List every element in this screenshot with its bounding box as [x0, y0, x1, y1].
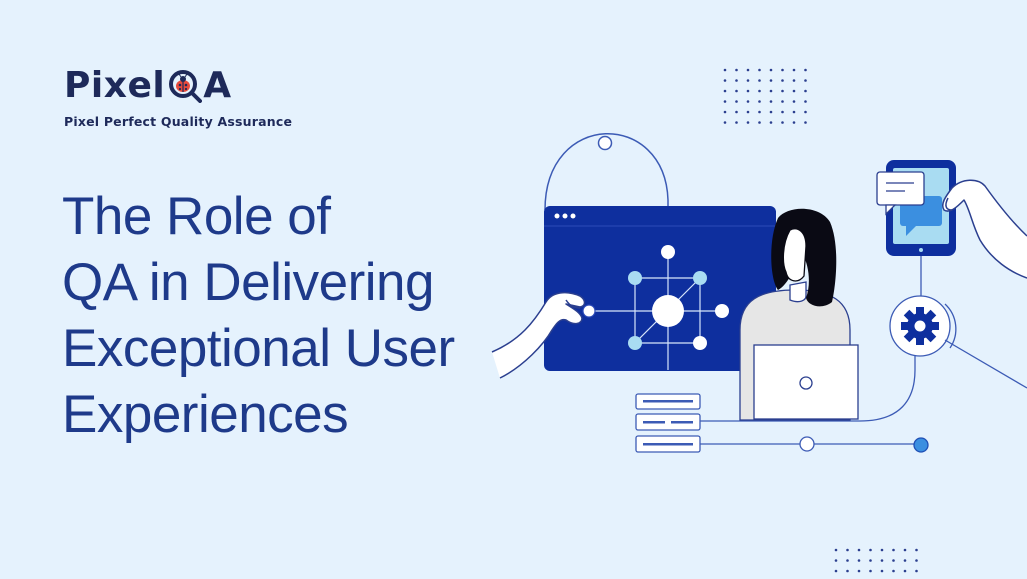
grid-dot — [781, 68, 784, 72]
server-lights — [643, 400, 693, 446]
grid-dot — [880, 569, 884, 573]
grid-dot — [758, 89, 761, 93]
grid-dot — [746, 89, 750, 93]
headline-line-4: Experiences — [62, 385, 349, 444]
grid-dot — [735, 79, 738, 82]
arc-node — [597, 135, 613, 151]
grid-dot — [834, 559, 838, 562]
grid-dot — [846, 559, 849, 562]
grid-dot — [892, 559, 895, 562]
grid-dot — [804, 79, 807, 82]
grid-dot — [769, 89, 773, 93]
grid-dot — [746, 121, 750, 124]
grid-dot — [792, 100, 796, 103]
pointing-hand — [491, 291, 586, 379]
logo-wordmark: Pixel A — [64, 68, 292, 104]
grid-dot — [846, 569, 849, 573]
tapping-hand — [941, 179, 1027, 279]
grid-dot — [723, 68, 727, 72]
grid-dot — [804, 110, 807, 114]
chat-bubble — [876, 171, 925, 216]
grid-dot — [781, 89, 784, 93]
brand-tagline: Pixel Perfect Quality Assurance — [64, 114, 293, 129]
grid-dot — [915, 569, 918, 573]
gear-connector — [944, 339, 1027, 389]
grid-dot — [758, 110, 761, 114]
grid-dot — [792, 110, 796, 114]
network-nodes — [582, 245, 729, 350]
logo-text-pixel: Pixel — [64, 65, 166, 106]
grid-dot — [915, 559, 918, 562]
grid-dot — [769, 68, 773, 72]
grid-dot — [880, 559, 884, 562]
grid-dot — [758, 121, 761, 124]
grid-dot — [903, 569, 907, 573]
grid-dot — [723, 79, 727, 82]
grid-dot — [723, 121, 727, 124]
grid-dot — [869, 569, 872, 573]
line-node — [799, 436, 815, 452]
headline-line-2: QA in Delivering — [62, 253, 435, 312]
grid-dot — [723, 100, 727, 103]
grid-dot — [846, 548, 849, 552]
grid-dot — [857, 559, 861, 562]
grid-dot — [735, 100, 738, 103]
grid-dot — [869, 548, 872, 552]
grid-dot — [769, 79, 773, 82]
grid-dot — [857, 569, 861, 573]
grid-dot — [857, 548, 861, 552]
grid-dot — [758, 100, 761, 103]
grid-dot — [804, 121, 807, 124]
grid-dot — [869, 559, 872, 562]
page-headline: The Role of QA in Delivering Exceptional… — [62, 184, 455, 448]
grid-dot — [746, 68, 750, 72]
grid-dot — [781, 121, 784, 124]
grid-dot — [781, 100, 784, 103]
grid-dot — [769, 100, 773, 103]
brand-logo: Pixel A Pixel Perfect Quality Assurance — [64, 68, 293, 130]
grid-dot — [903, 548, 907, 552]
grid-dot — [735, 89, 738, 93]
grid-dot — [880, 548, 884, 552]
grid-dot — [735, 68, 738, 72]
magnifier-ladybug-icon — [169, 70, 203, 103]
grid-dot — [792, 121, 796, 124]
grid-dot — [746, 110, 750, 114]
grid-dot — [758, 68, 761, 72]
grid-dot — [723, 89, 727, 93]
browser-window — [544, 206, 776, 371]
grid-dot — [735, 110, 738, 114]
grid-dot — [892, 548, 895, 552]
headline-line-3: Exceptional User — [62, 319, 455, 378]
logo-text-a: A — [203, 65, 232, 106]
connector-arc — [544, 133, 669, 250]
grid-dot — [834, 569, 838, 573]
grid-dot — [792, 89, 796, 93]
grid-dot — [758, 79, 761, 82]
grid-dot — [746, 79, 750, 82]
dot-grid-bottom — [834, 548, 918, 573]
grid-dot — [746, 100, 750, 103]
grid-dot — [781, 79, 784, 82]
grid-dot — [781, 110, 784, 114]
grid-dot — [804, 68, 807, 72]
grid-dot — [735, 121, 738, 124]
headline-line-1: The Role of — [62, 187, 331, 246]
dot-grid-top — [723, 68, 807, 124]
grid-dot — [792, 68, 796, 72]
grid-dot — [892, 569, 895, 573]
grid-dot — [769, 121, 773, 124]
grid-dot — [834, 548, 838, 552]
grid-dot — [903, 559, 907, 562]
grid-dot — [723, 110, 727, 114]
grid-dot — [792, 79, 796, 82]
endpoint-node — [913, 437, 929, 453]
grid-dot — [915, 548, 918, 552]
woman-with-laptop — [739, 208, 859, 421]
gear-icon — [901, 307, 939, 345]
grid-dot — [804, 89, 807, 93]
grid-dot — [804, 100, 807, 103]
grid-dot — [769, 110, 773, 114]
